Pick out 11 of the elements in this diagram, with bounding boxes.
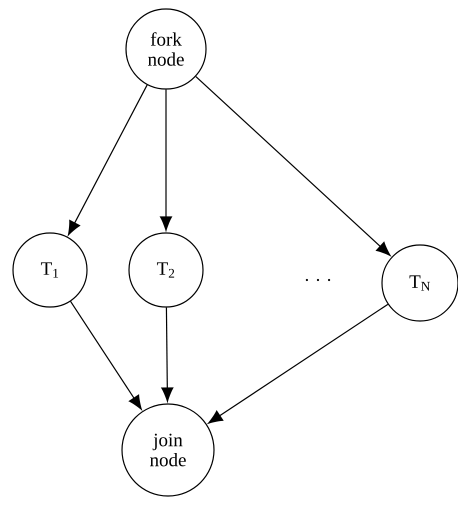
arrow [160,90,172,231]
circle-node: T$_{1}$ [12,232,88,308]
circle-node: T$_{2}$ [128,232,204,308]
circle-node: fork node [125,8,207,90]
arrow [68,84,148,236]
arrow [195,76,391,256]
arrow [208,304,388,424]
arrow [161,308,174,402]
circle-node: join node [121,403,215,497]
arrow [70,301,142,410]
ellipsis: . . . [306,278,330,282]
